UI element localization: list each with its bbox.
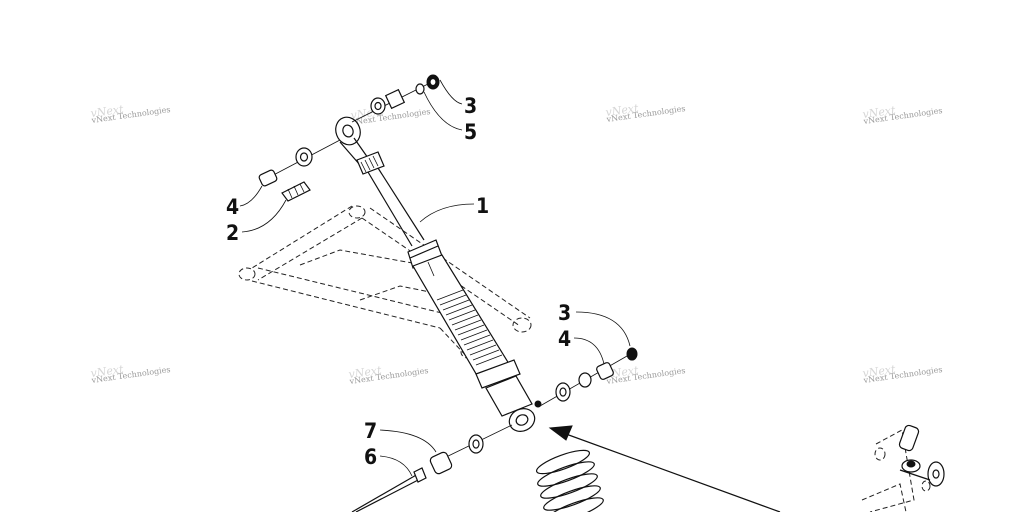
callout-3-top: 3 <box>464 94 477 118</box>
watermark-ghost: vNext <box>348 363 383 381</box>
top-hardware <box>351 74 440 123</box>
callout-7: 7 <box>364 419 377 443</box>
assembly-arrow <box>548 425 781 512</box>
watermark-8: vNext vNext Technologies <box>862 362 943 385</box>
callout-6: 6 <box>364 445 377 469</box>
leader-lines <box>239 79 631 477</box>
callout-5: 5 <box>464 120 477 144</box>
callout-4-left: 4 <box>226 195 239 219</box>
watermark-ghost: vNext <box>862 362 897 380</box>
callout-1: 1 <box>476 194 489 218</box>
watermark-ghost: vNext <box>862 103 897 121</box>
watermark-ghost: vNext <box>605 363 640 381</box>
watermark-4: vNext vNext Technologies <box>862 103 943 126</box>
watermark-5: vNext vNext Technologies <box>90 362 171 385</box>
spindle-partial <box>861 424 945 512</box>
right-middle-hardware <box>539 347 638 407</box>
callout-3-right: 3 <box>558 301 571 325</box>
bottom-hardware <box>351 424 513 512</box>
left-hardware <box>258 139 341 202</box>
watermark-7: vNext vNext Technologies <box>605 363 686 386</box>
watermark-ghost: vNext <box>605 101 640 119</box>
callout-4-right: 4 <box>558 327 571 351</box>
shock-absorber <box>335 116 542 432</box>
watermark-6: vNext vNext Technologies <box>348 363 429 386</box>
callouts: 3 5 4 2 1 3 4 7 6 <box>226 94 571 469</box>
coil-spring <box>535 449 604 512</box>
watermark-ghost: vNext <box>90 362 125 380</box>
watermark-1: vNext vNext Technologies <box>90 102 171 125</box>
watermark-ghost: vNext <box>90 102 125 120</box>
callout-2: 2 <box>226 221 239 245</box>
threaded-section <box>436 289 503 366</box>
watermark-3: vNext vNext Technologies <box>605 101 686 124</box>
